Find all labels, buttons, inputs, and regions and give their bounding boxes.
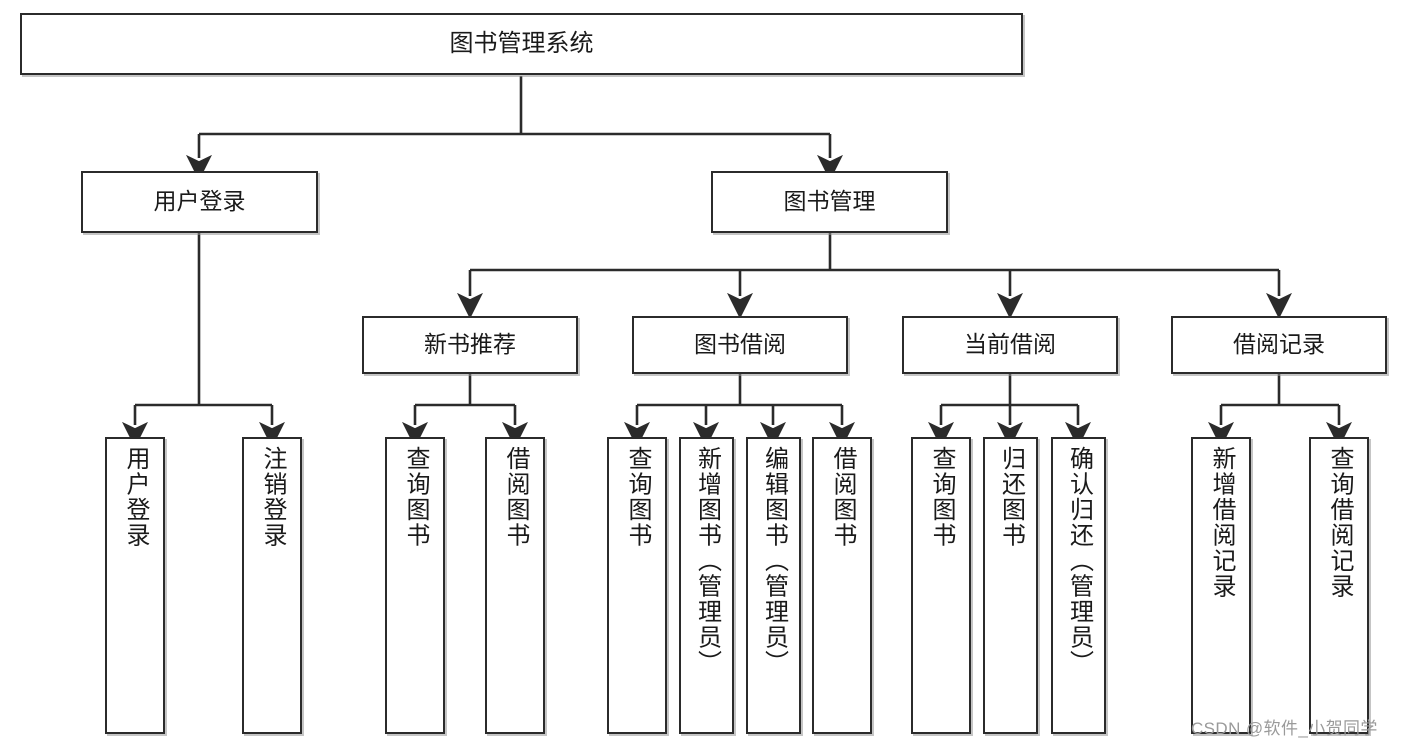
node-leaf-return-book-label: 归还图书 <box>997 446 1025 548</box>
node-leaf-logout[interactable]: 注销登录 <box>242 437 302 734</box>
node-user-login-label: 用户登录 <box>153 188 246 215</box>
node-leaf-add-record-label: 新增借阅记录 <box>1208 446 1235 599</box>
node-leaf-logout-label: 注销登录 <box>259 446 286 548</box>
node-book-manage-label: 图书管理 <box>783 188 876 215</box>
node-new-book-rec-label: 新书推荐 <box>424 331 516 358</box>
node-leaf-edit-book-label: 编辑图书（管理员） <box>760 446 788 676</box>
node-leaf-query-book-1-label: 查询图书 <box>402 446 429 548</box>
node-leaf-query-record-label: 查询借阅记录 <box>1326 446 1353 599</box>
node-leaf-add-record[interactable]: 新增借阅记录 <box>1191 437 1251 734</box>
node-leaf-add-book-label: 新增图书（管理员） <box>693 446 721 676</box>
node-current-borrow[interactable]: 当前借阅 <box>902 316 1118 374</box>
node-new-book-rec[interactable]: 新书推荐 <box>362 316 578 374</box>
node-leaf-query-book-2-label: 查询图书 <box>624 446 651 548</box>
watermark: CSDN @软件_小贺同学 <box>1191 719 1378 738</box>
node-book-manage[interactable]: 图书管理 <box>711 171 948 233</box>
node-leaf-confirm-return-label: 确认归还（管理员） <box>1065 446 1093 676</box>
node-leaf-query-record[interactable]: 查询借阅记录 <box>1309 437 1369 734</box>
node-leaf-return-book[interactable]: 归还图书 <box>983 437 1038 734</box>
node-leaf-borrow-book-2-label: 借阅图书 <box>829 446 856 548</box>
node-leaf-borrow-book-2[interactable]: 借阅图书 <box>812 437 872 734</box>
node-leaf-query-book-3-label: 查询图书 <box>928 446 955 548</box>
node-borrow-record-label: 借阅记录 <box>1233 331 1325 358</box>
node-root[interactable]: 图书管理系统 <box>20 13 1023 75</box>
node-leaf-query-book-1[interactable]: 查询图书 <box>385 437 445 734</box>
node-root-label: 图书管理系统 <box>449 29 594 57</box>
node-leaf-borrow-book-1-label: 借阅图书 <box>502 446 529 548</box>
node-leaf-query-book-3[interactable]: 查询图书 <box>911 437 971 734</box>
node-book-borrow[interactable]: 图书借阅 <box>632 316 848 374</box>
node-book-borrow-label: 图书借阅 <box>694 331 786 358</box>
node-leaf-edit-book[interactable]: 编辑图书（管理员） <box>746 437 801 734</box>
node-leaf-user-login-label: 用户登录 <box>122 446 149 548</box>
node-leaf-add-book[interactable]: 新增图书（管理员） <box>679 437 734 734</box>
node-leaf-confirm-return[interactable]: 确认归还（管理员） <box>1051 437 1106 734</box>
node-borrow-record[interactable]: 借阅记录 <box>1171 316 1387 374</box>
node-user-login[interactable]: 用户登录 <box>81 171 318 233</box>
node-leaf-query-book-2[interactable]: 查询图书 <box>607 437 667 734</box>
node-leaf-user-login[interactable]: 用户登录 <box>105 437 165 734</box>
node-leaf-borrow-book-1[interactable]: 借阅图书 <box>485 437 545 734</box>
node-current-borrow-label: 当前借阅 <box>964 331 1056 358</box>
